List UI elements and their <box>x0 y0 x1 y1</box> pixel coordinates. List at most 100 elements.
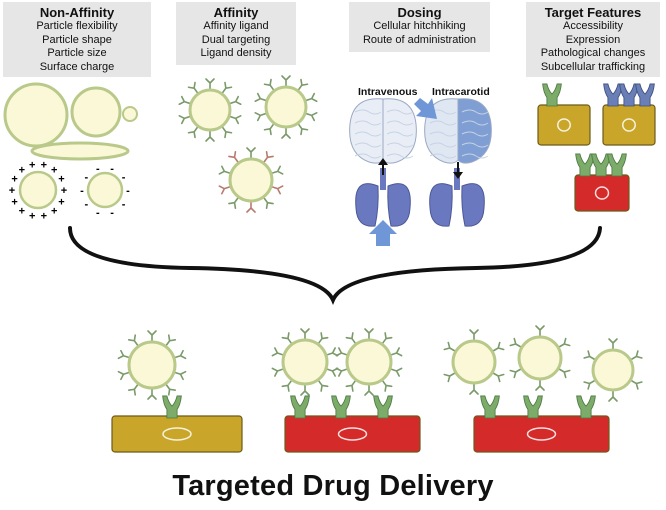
brain-fold <box>429 131 457 137</box>
plus-sign-icon: + <box>11 196 17 208</box>
ligand-icon <box>205 129 215 142</box>
cell-nucleus <box>526 427 557 441</box>
positive-charged-particle <box>18 170 58 210</box>
ligand-icon <box>535 378 545 391</box>
right-lung <box>461 183 485 227</box>
ligand-icon <box>147 387 157 400</box>
panel-item: Particle size <box>47 47 107 59</box>
cell-nucleus <box>594 186 610 200</box>
injection-arrow-icon <box>369 220 397 246</box>
panel-item: Expression <box>565 33 621 46</box>
grouping-brace <box>68 226 602 306</box>
target-cell-high-expression <box>574 174 630 212</box>
particle-body <box>70 86 122 138</box>
brain-icon <box>424 98 492 164</box>
particle-body <box>86 171 124 209</box>
plus-sign-icon: + <box>19 165 25 177</box>
brain-right-hemisphere <box>457 98 492 164</box>
plus-sign-icon: + <box>29 210 35 222</box>
receptor-icon <box>331 395 351 419</box>
vessel-cell <box>473 415 610 453</box>
brain-fold <box>386 131 414 137</box>
cell-body <box>284 415 421 453</box>
brain-fold <box>429 120 457 126</box>
particle-body <box>188 88 232 132</box>
bound-nanoparticle <box>335 328 403 396</box>
receptor-icon <box>575 153 595 177</box>
minus-sign-icon: - <box>110 207 114 219</box>
vessel-cell <box>111 415 243 453</box>
particle-body <box>264 85 308 129</box>
left-lung <box>355 183 379 227</box>
ligand-icon <box>205 78 215 91</box>
cell-body <box>473 415 610 453</box>
target-cell-blue-receptors <box>602 104 656 146</box>
cell-body <box>574 174 630 212</box>
brain-fold <box>386 109 414 115</box>
receptor-icon <box>373 395 393 419</box>
lungs-icon <box>429 168 485 227</box>
ligand-icon <box>535 325 545 338</box>
panel-item: Pathological changes <box>540 47 646 59</box>
brain-fold <box>354 142 382 148</box>
brain-fold <box>354 131 382 137</box>
cell-nucleus <box>162 427 192 441</box>
plus-sign-icon: + <box>11 174 17 186</box>
receptor-icon <box>542 83 562 107</box>
ligand-icon <box>281 126 291 139</box>
small-particle <box>122 106 138 122</box>
brain-fold <box>386 120 414 126</box>
panel-affinity: Affinity Affinity ligand Dual targeting … <box>176 2 296 65</box>
ligand-icon <box>147 330 157 343</box>
minus-sign-icon: - <box>80 185 84 197</box>
plus-sign-icon: + <box>61 185 67 197</box>
bound-nanoparticle <box>443 329 505 395</box>
bound-nanoparticle <box>117 330 187 400</box>
plus-sign-icon: + <box>9 185 15 197</box>
panel-item: Particle flexibility <box>36 20 118 32</box>
panel-item: Surface charge <box>39 60 115 73</box>
brain-fold <box>461 153 489 159</box>
brain-fold <box>461 120 489 126</box>
ligand-icon <box>246 147 256 160</box>
cell-body <box>602 104 656 146</box>
minus-sign-icon: - <box>96 163 100 175</box>
panel-title: Non-Affinity <box>39 5 115 20</box>
brain-fold <box>461 109 489 115</box>
particle-body <box>591 348 635 392</box>
plus-sign-icon: + <box>51 205 57 217</box>
cell-body <box>537 104 591 146</box>
ligand-icon <box>246 200 256 213</box>
particle-body <box>345 338 393 386</box>
cell-body <box>111 415 243 453</box>
plus-sign-icon: + <box>41 160 47 172</box>
brain-fold <box>461 142 489 148</box>
trachea <box>380 168 386 190</box>
brain-fold <box>429 153 457 159</box>
ligand-particle <box>178 78 242 142</box>
brain-fold <box>354 109 382 115</box>
elongated-particle <box>30 141 130 161</box>
ligand-icon <box>300 383 310 396</box>
brain-right-hemisphere <box>382 98 417 164</box>
particle-body <box>3 82 69 148</box>
minus-sign-icon: - <box>85 171 89 183</box>
plus-sign-icon: + <box>19 205 25 217</box>
plus-sign-icon: + <box>41 210 47 222</box>
minus-sign-icon: - <box>122 171 126 183</box>
panel-item: Accessibility <box>563 20 623 32</box>
panel-title: Dosing <box>397 5 442 20</box>
receptor-icon <box>619 83 639 107</box>
receptor-icon <box>591 153 611 177</box>
plus-sign-icon: + <box>29 160 35 172</box>
panel-item: Affinity ligand <box>203 20 269 32</box>
footer-title: Targeted Drug Delivery <box>172 470 494 502</box>
lungs-icon <box>355 168 411 227</box>
panel-item: Ligand density <box>200 47 272 59</box>
receptor-icon <box>607 153 627 177</box>
panel-title: Target Features <box>544 5 642 20</box>
particle-body <box>228 157 274 203</box>
panel-title: Affinity <box>213 5 259 20</box>
receptor-icon <box>523 395 543 419</box>
cell-nucleus <box>622 118 636 132</box>
